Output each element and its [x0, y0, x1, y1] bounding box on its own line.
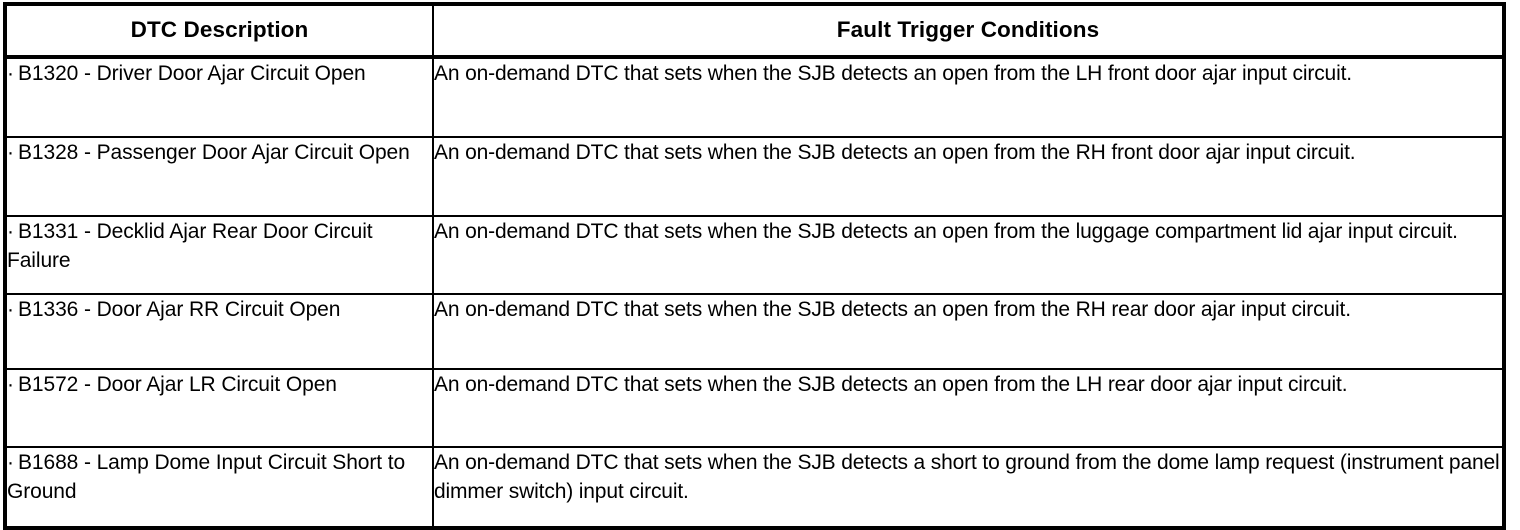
dtc-description-text: B1331 - Decklid Ajar Rear Door Circuit F… [7, 220, 373, 272]
bullet-icon: · [7, 62, 14, 85]
cell-dtc-description: ·B1688 - Lamp Dome Input Circuit Short t… [5, 447, 433, 528]
bullet-icon: · [7, 373, 14, 396]
table-row: ·B1320 - Driver Door Ajar Circuit Open A… [5, 57, 1504, 138]
bullet-icon: · [7, 141, 14, 164]
dtc-fault-table: DTC Description Fault Trigger Conditions… [3, 2, 1506, 530]
dtc-table-container: DTC Description Fault Trigger Conditions… [3, 2, 1506, 530]
header-fault-trigger-conditions: Fault Trigger Conditions [432, 4, 1504, 59]
table-header: DTC Description Fault Trigger Conditions [5, 4, 1504, 59]
cell-dtc-description: ·B1331 - Decklid Ajar Rear Door Circuit … [5, 216, 433, 295]
table-row: ·B1688 - Lamp Dome Input Circuit Short t… [5, 447, 1504, 528]
table-header-row: DTC Description Fault Trigger Conditions [5, 4, 1504, 59]
cell-dtc-description: ·B1320 - Driver Door Ajar Circuit Open [5, 57, 433, 138]
header-dtc-description: DTC Description [5, 4, 433, 59]
cell-fault-trigger-condition: An on-demand DTC that sets when the SJB … [432, 369, 1504, 448]
dtc-description-text: B1336 - Door Ajar RR Circuit Open [18, 298, 341, 321]
cell-fault-trigger-condition: An on-demand DTC that sets when the SJB … [432, 216, 1504, 295]
bullet-icon: · [7, 451, 14, 474]
cell-dtc-description: ·B1572 - Door Ajar LR Circuit Open [5, 369, 433, 448]
cell-fault-trigger-condition: An on-demand DTC that sets when the SJB … [432, 294, 1504, 370]
dtc-description-text: B1320 - Driver Door Ajar Circuit Open [18, 62, 366, 85]
cell-fault-trigger-condition: An on-demand DTC that sets when the SJB … [432, 137, 1504, 217]
cell-fault-trigger-condition: An on-demand DTC that sets when the SJB … [432, 447, 1504, 528]
table-row: ·B1328 - Passenger Door Ajar Circuit Ope… [5, 137, 1504, 217]
header-dtc-description-label: DTC Description [130, 17, 309, 42]
dtc-description-text: B1572 - Door Ajar LR Circuit Open [18, 373, 337, 396]
dtc-description-text: B1688 - Lamp Dome Input Circuit Short to… [7, 451, 406, 503]
table-row: ·B1331 - Decklid Ajar Rear Door Circuit … [5, 216, 1504, 295]
dtc-description-text: B1328 - Passenger Door Ajar Circuit Open [18, 141, 410, 164]
bullet-icon: · [7, 298, 14, 321]
cell-dtc-description: ·B1328 - Passenger Door Ajar Circuit Ope… [5, 137, 433, 217]
bullet-icon: · [7, 220, 14, 243]
cell-fault-trigger-condition: An on-demand DTC that sets when the SJB … [432, 57, 1504, 138]
cell-dtc-description: ·B1336 - Door Ajar RR Circuit Open [5, 294, 433, 370]
table-body: ·B1320 - Driver Door Ajar Circuit Open A… [5, 57, 1504, 528]
table-row: ·B1336 - Door Ajar RR Circuit Open An on… [5, 294, 1504, 370]
table-row: ·B1572 - Door Ajar LR Circuit Open An on… [5, 369, 1504, 448]
header-fault-trigger-conditions-label: Fault Trigger Conditions [836, 17, 1100, 42]
